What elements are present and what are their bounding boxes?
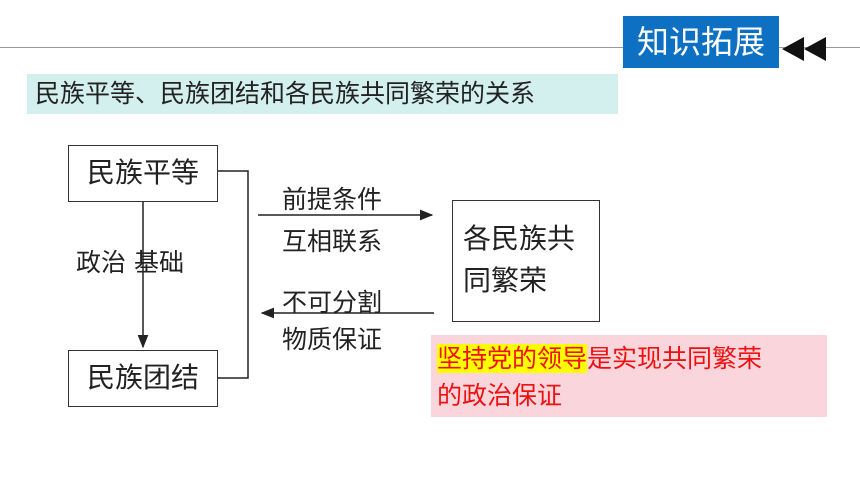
box-national-equality: 民族平等	[68, 145, 218, 202]
section-badge: 知识拓展	[623, 16, 779, 68]
note-line1: 坚持党的领导是实现共同繁荣	[437, 340, 827, 377]
header-rule	[0, 47, 860, 48]
party-leadership-note: 坚持党的领导是实现共同繁荣 的政治保证	[431, 335, 827, 417]
box-prosper-line2: 同繁荣	[463, 264, 548, 297]
label-mutual: 互相联系	[282, 227, 383, 256]
note-rest: 是实现共同繁荣	[587, 344, 763, 373]
box-prosper-line1: 各民族共	[463, 222, 576, 255]
left-bracket	[218, 170, 249, 379]
double-left-arrow-icon	[782, 37, 826, 61]
label-premise: 前提条件	[282, 185, 383, 214]
relationship-title: 民族平等、民族团结和各民族共同繁荣的关系	[27, 74, 618, 114]
label-political-basis: 政治 基础	[76, 248, 184, 277]
label-inseparable: 不可分割	[282, 288, 383, 317]
box-national-unity: 民族团结	[68, 350, 218, 407]
label-material-guarantee: 物质保证	[282, 325, 383, 354]
note-line2: 的政治保证	[437, 381, 563, 410]
note-highlight: 坚持党的领导	[437, 344, 588, 373]
box-common-prosperity: 各民族共 同繁荣	[452, 200, 600, 322]
